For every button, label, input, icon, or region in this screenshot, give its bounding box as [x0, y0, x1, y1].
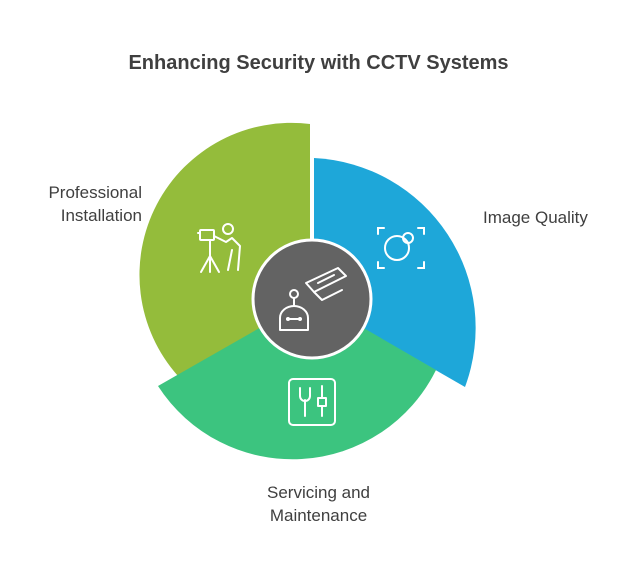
tools-panel-icon	[288, 378, 336, 426]
center-circle	[251, 238, 373, 360]
cctv-camera-robot-icon	[279, 267, 347, 331]
segment-image-quality	[314, 158, 476, 387]
label-servicing-maintenance: Servicing and Maintenance	[266, 483, 370, 525]
label-image-quality: Image Quality	[483, 208, 588, 227]
label-professional-installation: Professional Installation	[48, 183, 142, 225]
focus-lens-icon	[377, 227, 425, 269]
photographer-tripod-icon	[197, 223, 241, 273]
page-title: Enhancing Security with CCTV Systems	[128, 52, 509, 74]
